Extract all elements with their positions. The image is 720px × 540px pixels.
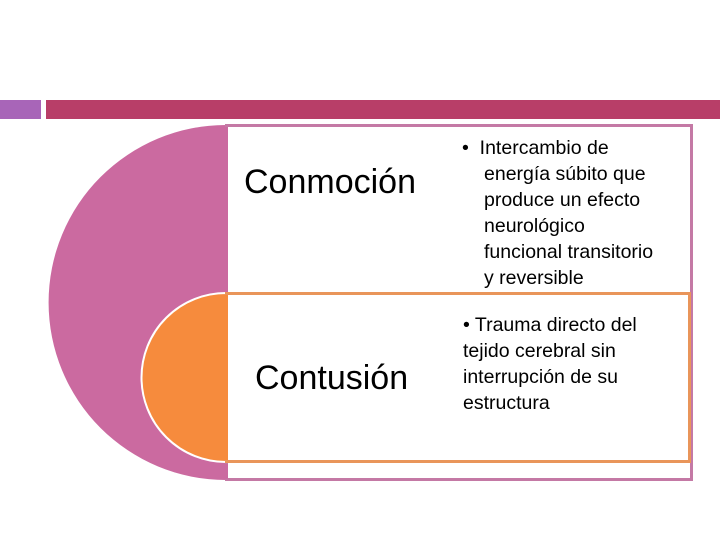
desc-line: tejido cerebral sin xyxy=(463,340,616,362)
desc-line: • Intercambio de xyxy=(462,135,692,161)
bullet: • xyxy=(462,137,469,159)
desc-line: neurológico xyxy=(484,215,585,237)
desc-line: y reversible xyxy=(484,267,584,289)
header-accent-square xyxy=(0,100,41,119)
header-accent-bar xyxy=(46,100,720,119)
description-contusion: • Trauma directo del tejido cerebral sin… xyxy=(463,312,688,416)
outer-edge-fill xyxy=(225,127,228,292)
desc-line: energía súbito que xyxy=(484,163,646,185)
desc-line: funcional transitorio xyxy=(484,241,654,263)
label-conmocion: Conmoción xyxy=(244,163,416,201)
label-contusion: Contusión xyxy=(255,359,409,397)
desc-text: Intercambio de xyxy=(479,137,609,159)
desc-text: Trauma directo del xyxy=(474,314,637,336)
desc-line: • Trauma directo del xyxy=(463,312,688,338)
description-conmocion: • Intercambio de energía súbito que prod… xyxy=(462,135,692,291)
desc-line: produce un efecto xyxy=(484,189,641,211)
inner-half-circle xyxy=(140,291,227,464)
inner-edge-fill xyxy=(225,295,228,460)
desc-line: estructura xyxy=(463,392,550,414)
desc-line: interrupción de su xyxy=(463,366,619,388)
inner-box xyxy=(225,292,691,463)
bullet: • xyxy=(463,314,470,336)
outer-edge-fill-bottom xyxy=(225,464,228,479)
